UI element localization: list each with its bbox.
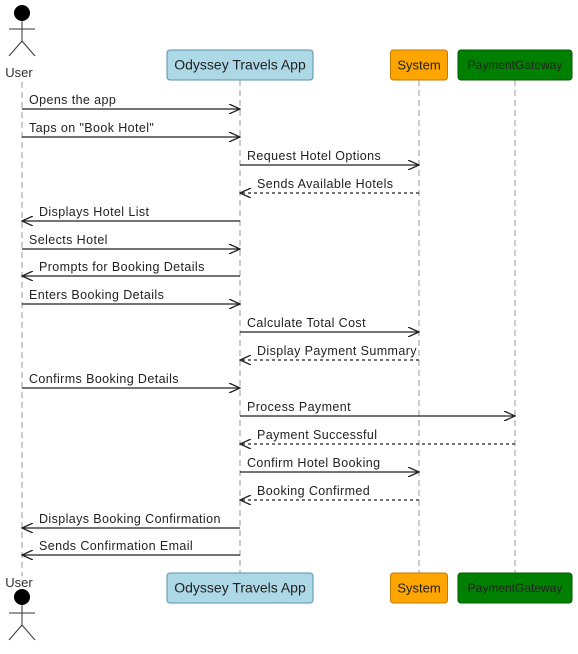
message-10: Display Payment Summary — [240, 344, 419, 360]
actor-head-icon — [14, 589, 30, 605]
message-4: Sends Available Hotels — [240, 177, 419, 193]
message-1: Opens the app — [22, 93, 240, 109]
actor-left-leg — [8, 40, 23, 57]
participant-label: PaymentGateway — [468, 58, 563, 72]
message-label: Calculate Total Cost — [247, 316, 366, 330]
message-label: Displays Booking Confirmation — [39, 512, 221, 526]
participant-gateway-top: PaymentGateway — [457, 49, 573, 81]
message-13: Payment Successful — [240, 428, 515, 444]
participant-label: Odyssey Travels App — [174, 57, 306, 73]
actor-head-icon — [14, 5, 30, 21]
message-label: Process Payment — [247, 400, 351, 414]
participants-bottom: User Odyssey Travels App System PaymentGate… — [5, 572, 573, 641]
participant-box — [457, 572, 573, 604]
message-2: Taps on "Book Hotel" — [22, 121, 240, 137]
message-label: Request Hotel Options — [247, 149, 381, 163]
message-label: Sends Available Hotels — [257, 177, 393, 191]
message-12: Process Payment — [240, 400, 515, 416]
message-14: Confirm Hotel Booking — [240, 456, 419, 472]
message-label: Booking Confirmed — [257, 484, 370, 498]
participant-label: Odyssey Travels App — [174, 580, 306, 596]
message-label: Prompts for Booking Details — [39, 260, 205, 274]
message-label: Enters Booking Details — [29, 288, 164, 302]
participant-app-bottom: Odyssey Travels App — [166, 572, 314, 604]
message-label: Display Payment Summary — [257, 344, 417, 358]
message-7: Prompts for Booking Details — [22, 260, 240, 276]
participant-label: System — [397, 580, 440, 595]
participant-label: System — [397, 57, 440, 72]
message-label: Displays Hotel List — [39, 205, 150, 219]
participant-box — [390, 572, 448, 604]
message-3: Request Hotel Options — [240, 149, 419, 165]
message-6: Selects Hotel — [22, 233, 240, 249]
actor-right-leg — [21, 40, 36, 57]
message-15: Booking Confirmed — [240, 484, 419, 500]
message-16: Displays Booking Confirmation — [22, 512, 240, 528]
participant-system-bottom: System — [390, 572, 448, 604]
message-17: Sends Confirmation Email — [22, 539, 240, 555]
message-label: Opens the app — [29, 93, 116, 107]
participant-app-top: Odyssey Travels App — [166, 49, 314, 81]
participant-label: PaymentGateway — [468, 581, 563, 595]
message-9: Calculate Total Cost — [240, 316, 419, 332]
actor-left-leg — [8, 624, 23, 641]
message-label: Taps on "Book Hotel" — [29, 121, 154, 135]
message-label: Selects Hotel — [29, 233, 108, 247]
participant-gateway-bottom: PaymentGateway — [457, 572, 573, 604]
message-label: Confirms Booking Details — [29, 372, 179, 386]
message-label: Sends Confirmation Email — [39, 539, 193, 553]
message-label: Payment Successful — [257, 428, 377, 442]
message-8: Enters Booking Details — [22, 288, 240, 304]
participant-box — [166, 572, 314, 604]
actor-right-leg — [21, 624, 36, 641]
actor-label: User — [5, 575, 33, 590]
message-5: Displays Hotel List — [22, 205, 240, 221]
participants-top: User Odyssey Travels App System PaymentGate… — [5, 5, 573, 81]
participant-system-top: System — [390, 49, 448, 81]
message-11: Confirms Booking Details — [22, 372, 240, 388]
actor-user: User — [5, 575, 36, 641]
participant-box — [457, 49, 573, 81]
participant-box — [166, 49, 314, 81]
message-label: Confirm Hotel Booking — [247, 456, 380, 470]
participant-box — [390, 49, 448, 81]
actor-label: User — [5, 65, 33, 80]
actor-user: User — [5, 5, 36, 80]
